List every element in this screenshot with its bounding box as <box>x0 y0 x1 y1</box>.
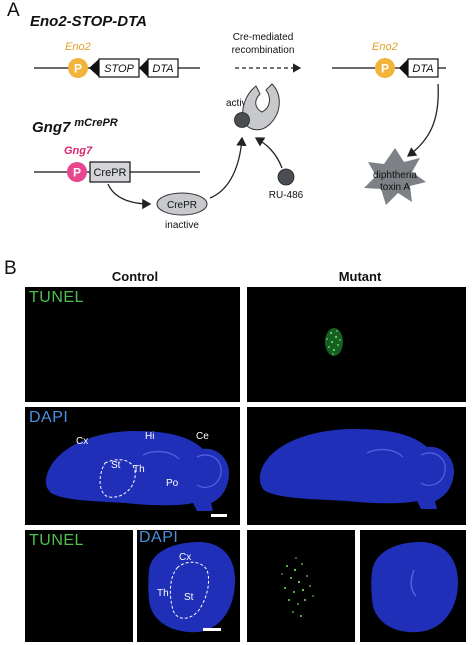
construct1-title: Eno2-STOP-DTA <box>30 13 147 30</box>
cerebellum-folia <box>196 454 222 488</box>
control-dapi-sagittal-panel: DAPI Cx Hi Ce St Th Po <box>25 407 240 525</box>
dta-label-2: DTA <box>412 63 433 75</box>
construct2-promoter-letter: P <box>73 166 81 180</box>
control-sagittal-brain <box>45 431 230 517</box>
region-po: Po <box>166 478 179 489</box>
control-header: Control <box>111 269 159 284</box>
construct2-title-sup: mCrePR <box>74 117 117 129</box>
sagittal-scalebar <box>211 514 227 517</box>
construct2-promoter-label: Gng7 <box>64 145 93 157</box>
region-hi: Hi <box>145 431 155 442</box>
stop-label: STOP <box>104 63 134 75</box>
dta-gene-1 <box>147 58 179 78</box>
mutant-tunel-signal <box>325 328 343 356</box>
mutant-sagittal-tissue <box>259 429 455 509</box>
active-complex-ball <box>234 112 250 128</box>
control-coronal-brain <box>148 542 235 633</box>
result-promoter-label: Eno2 <box>372 41 398 53</box>
loxp-2-icon <box>139 59 148 77</box>
toxin-star-icon <box>364 148 426 205</box>
arrow-to-active <box>209 136 247 199</box>
construct2-promoter <box>67 162 87 182</box>
control-tunel-sagittal-panel: TUNEL <box>25 287 240 402</box>
ru486-label: RU-486 <box>269 190 304 201</box>
hippocampus-outline <box>142 450 180 460</box>
region-th-coronal: Th <box>157 588 169 599</box>
result-promoter-letter: P <box>381 62 389 76</box>
toxin-line1: diphtheria <box>373 170 417 181</box>
construct1-promoter <box>68 58 88 78</box>
construct1-promoter-label: Eno2 <box>65 41 91 53</box>
mutant-sagittal-brain <box>259 429 455 509</box>
dapi-label-coronal: DAPI <box>139 530 179 546</box>
coronal-scalebar <box>203 628 221 631</box>
region-cx-sagittal: Cx <box>76 436 89 447</box>
mutant-tunel-sagittal-panel <box>247 287 466 402</box>
panel-a-label: A <box>7 0 20 21</box>
mutant-dapi-sagittal-panel <box>247 407 466 525</box>
dta-label-1: DTA <box>152 63 173 75</box>
tunel-signal-dots <box>326 330 341 355</box>
crepr-protein <box>156 192 208 216</box>
region-th-sagittal: Th <box>133 464 145 475</box>
recombination-line2: recombination <box>232 45 295 56</box>
mutant-coronal-brain <box>371 542 458 633</box>
tunel-label: TUNEL <box>29 289 84 306</box>
mutant-tunel-coronal-panel <box>247 530 355 642</box>
sagittal-brain-tissue <box>45 431 230 511</box>
striatum-outline-coronal <box>169 561 210 619</box>
striatum-outline <box>99 459 136 498</box>
construct2-title-main: Gng7 <box>32 119 71 136</box>
dta-gene-2 <box>407 58 439 78</box>
crepr-inactive-label: inactive <box>165 220 199 231</box>
panel-b-label: B <box>4 258 17 279</box>
crepr-gene <box>89 161 131 183</box>
tunel-signal-cluster <box>325 328 343 356</box>
mutant-header: Mutant <box>338 269 382 284</box>
schematic-diagram: Eno2-STOP-DTA Eno2 P STOP DTA Cre-mediat… <box>30 13 446 231</box>
crepr-gene-label: CrePR <box>93 167 126 179</box>
tunel-label-coronal: TUNEL <box>29 532 84 549</box>
result-promoter <box>375 58 395 78</box>
recombination-line1: Cre-mediated <box>233 32 294 43</box>
region-st-coronal: St <box>184 592 194 603</box>
crepr-protein-label: CrePR <box>167 200 197 211</box>
arrow-ligand-to-active <box>254 137 283 169</box>
control-dapi-coronal-panel: DAPI Cx Th St <box>137 530 240 642</box>
ru486-ball <box>277 168 295 186</box>
coronal-brain-tissue <box>148 542 235 633</box>
region-ce: Ce <box>196 431 209 442</box>
loxp-3-icon <box>399 59 408 77</box>
toxin-line2: toxin A <box>380 182 410 193</box>
active-crepr-shape <box>242 83 280 131</box>
arrow-to-protein <box>107 183 152 210</box>
mutant-coronal-tissue <box>371 542 458 633</box>
mutant-cerebellum-folia <box>420 452 446 486</box>
construct1-promoter-letter: P <box>74 62 82 76</box>
loxp-1-icon <box>89 59 99 77</box>
mutant-dapi-coronal-panel <box>360 530 466 642</box>
mutant-hippocampus-outline <box>366 448 404 458</box>
control-tunel-coronal-panel: TUNEL <box>25 530 133 642</box>
dapi-label: DAPI <box>29 409 69 426</box>
region-st-sagittal: St <box>111 460 121 471</box>
arrow-to-toxin <box>406 83 439 157</box>
region-cx-coronal: Cx <box>179 552 192 563</box>
coronal-tunel-dots <box>281 557 314 617</box>
mutant-coronal-ventricle <box>410 569 417 597</box>
mutant-coronal-tunel-signal <box>281 557 314 617</box>
active-label: active <box>226 98 253 109</box>
